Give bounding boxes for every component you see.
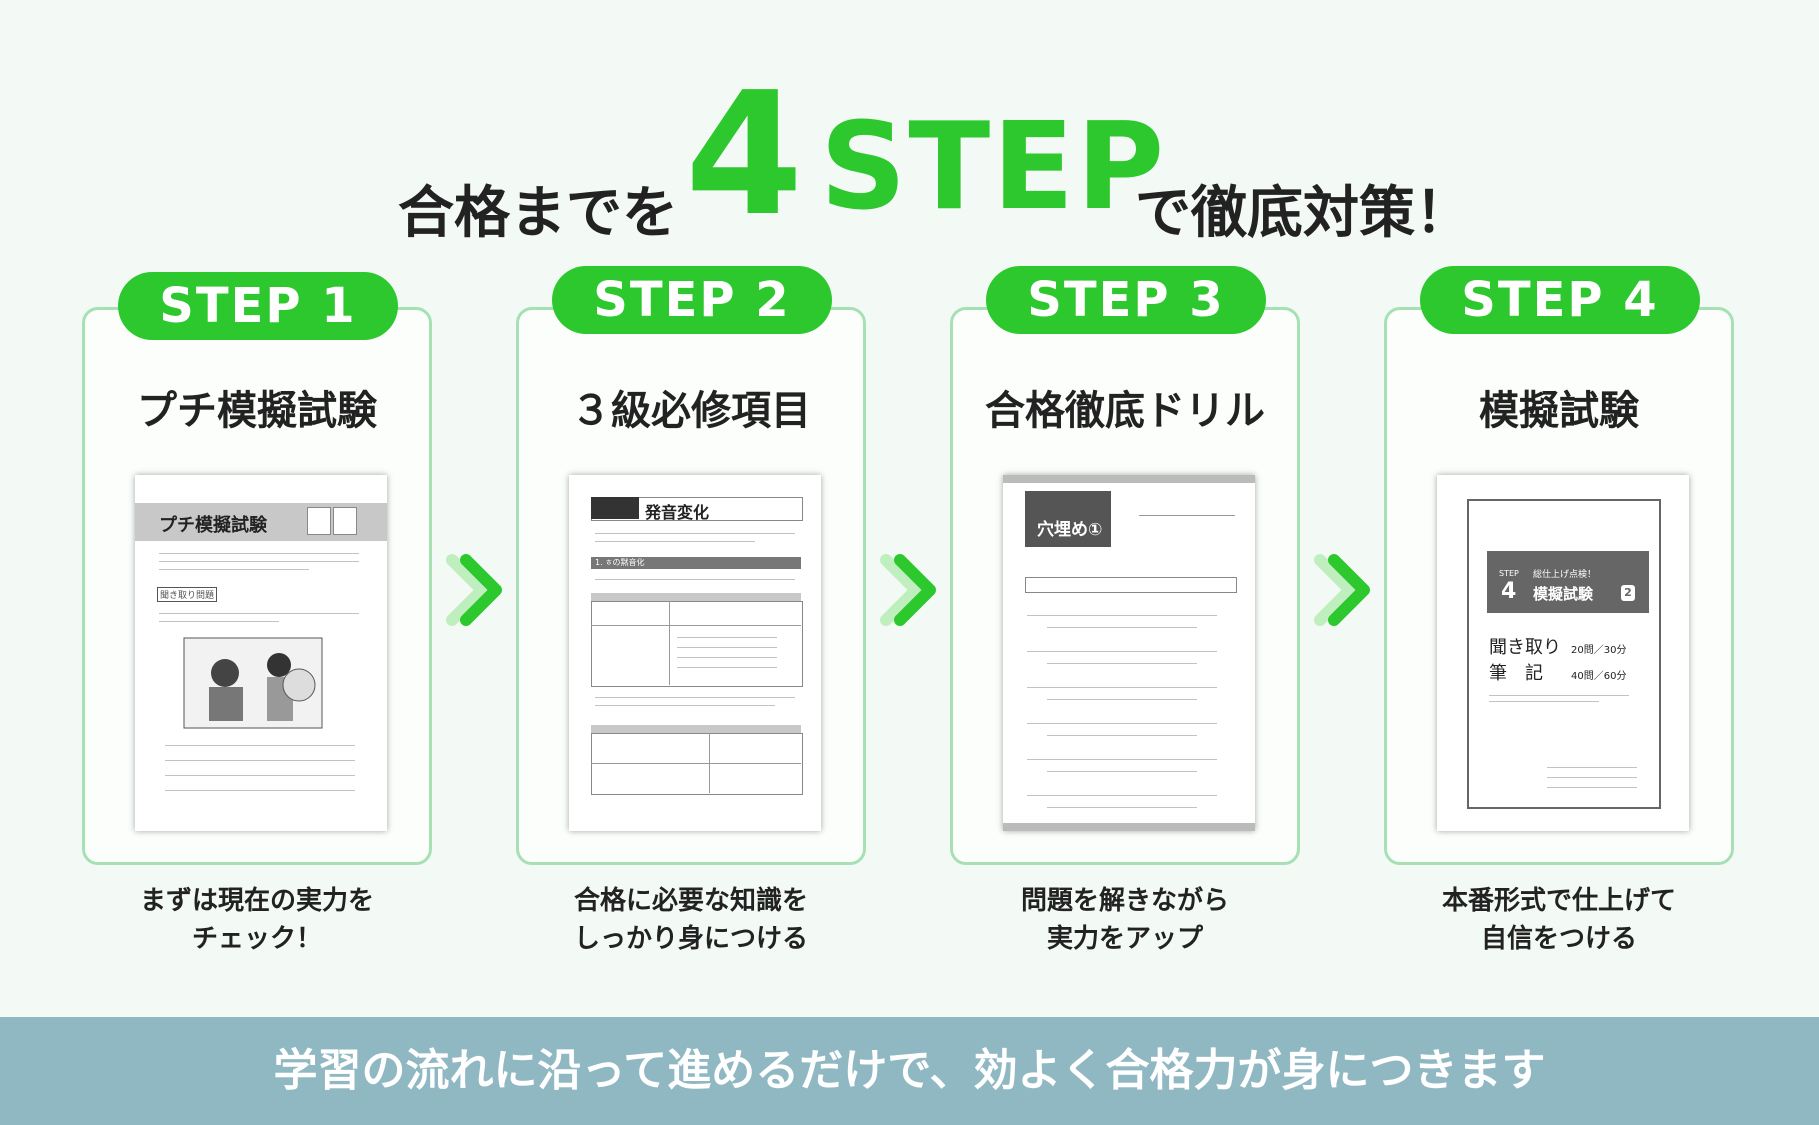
step-caption: 問題を解きながら 実力をアップ xyxy=(950,882,1300,958)
doc-writing-time: 40問／60分 xyxy=(1571,671,1627,682)
headline-suffix: で徹底対策！ xyxy=(1135,181,1471,246)
doc-writing: 筆 記 xyxy=(1489,663,1543,684)
step-card-1: プチ模擬試験 プチ模擬試験 聞き取り問題 xyxy=(82,307,432,865)
doc-step-word: STEP xyxy=(1499,569,1519,578)
caption-line: 本番形式で仕上げて xyxy=(1441,886,1676,916)
step-caption: 本番形式で仕上げて 自信をつける xyxy=(1384,882,1734,958)
illustration-image xyxy=(183,637,323,729)
doc-badge-number: 2 xyxy=(1621,585,1635,601)
headline-number: 4 xyxy=(685,56,804,254)
doc-section: 1. ㅎの黙音化 xyxy=(595,558,645,567)
doc-listening-time: 20問／30分 xyxy=(1571,645,1627,656)
caption-line: 実力をアップ xyxy=(1046,924,1203,954)
thumbnail-mock-exam: STEP 4 総仕上げ点検！ 模擬試験 2 聞き取り 20問／30分 筆 記 4… xyxy=(1437,475,1689,831)
doc-title: プチ模擬試験 xyxy=(159,515,267,536)
step-card-3: 合格徹底ドリル 穴埋め① xyxy=(950,307,1300,865)
step-label: STEP 1 xyxy=(118,272,398,340)
thumbnail-pronunciation-change: 発音変化 1. ㅎの黙音化 xyxy=(569,475,821,831)
caption-line: しっかり身につける xyxy=(573,924,808,954)
headline-step-word: STEP xyxy=(820,98,1167,237)
step-label: STEP 2 xyxy=(552,266,832,334)
chevron-right-icon xyxy=(1314,554,1370,626)
doc-tag: 聞き取り問題 xyxy=(157,587,218,602)
caption-line: まずは現在の実力を xyxy=(139,886,374,916)
step-caption: 合格に必要な知識を しっかり身につける xyxy=(516,882,866,958)
step-caption: まずは現在の実力を チェック！ xyxy=(82,882,432,958)
caption-line: 自信をつける xyxy=(1480,924,1637,954)
step-label: STEP 4 xyxy=(1420,266,1700,334)
chevron-right-icon xyxy=(446,554,502,626)
step-title: ３級必修項目 xyxy=(571,388,811,434)
chevron-right-icon xyxy=(880,554,936,626)
caption-line: 問題を解きながら xyxy=(1020,886,1229,916)
step-card-4: 模擬試験 STEP 4 総仕上げ点検！ 模擬試験 2 聞き取り 20問／30分 … xyxy=(1384,307,1734,865)
doc-step-number: 4 xyxy=(1501,579,1517,604)
doc-title: 発音変化 xyxy=(645,503,710,522)
headline: 合格までを 4 STEP で徹底対策！ xyxy=(0,40,1819,246)
step-card-2: ３級必修項目 発音変化 1. ㅎの黙音化 xyxy=(516,307,866,865)
thumbnail-petit-mock-exam: プチ模擬試験 聞き取り問題 xyxy=(135,475,387,831)
thumbnail-fill-in-drill: 穴埋め① xyxy=(1003,475,1255,831)
step-label: STEP 3 xyxy=(986,266,1266,334)
caption-line: チェック！ xyxy=(191,924,322,954)
footer-banner: 学習の流れに沿って進めるだけで、効よく合格力が身につきます xyxy=(0,1017,1819,1125)
headline-prefix: 合格までを xyxy=(398,181,678,246)
doc-title: 模擬試験 xyxy=(1533,585,1594,603)
doc-title: 穴埋め① xyxy=(1037,520,1103,540)
step-title: プチ模擬試験 xyxy=(137,388,377,434)
caption-line: 合格に必要な知識を xyxy=(573,886,808,916)
step-title: 合格徹底ドリル xyxy=(985,388,1265,434)
step-title: 模擬試験 xyxy=(1479,388,1639,434)
doc-badge-text: 総仕上げ点検！ xyxy=(1533,570,1597,580)
doc-listening: 聞き取り xyxy=(1489,637,1561,658)
